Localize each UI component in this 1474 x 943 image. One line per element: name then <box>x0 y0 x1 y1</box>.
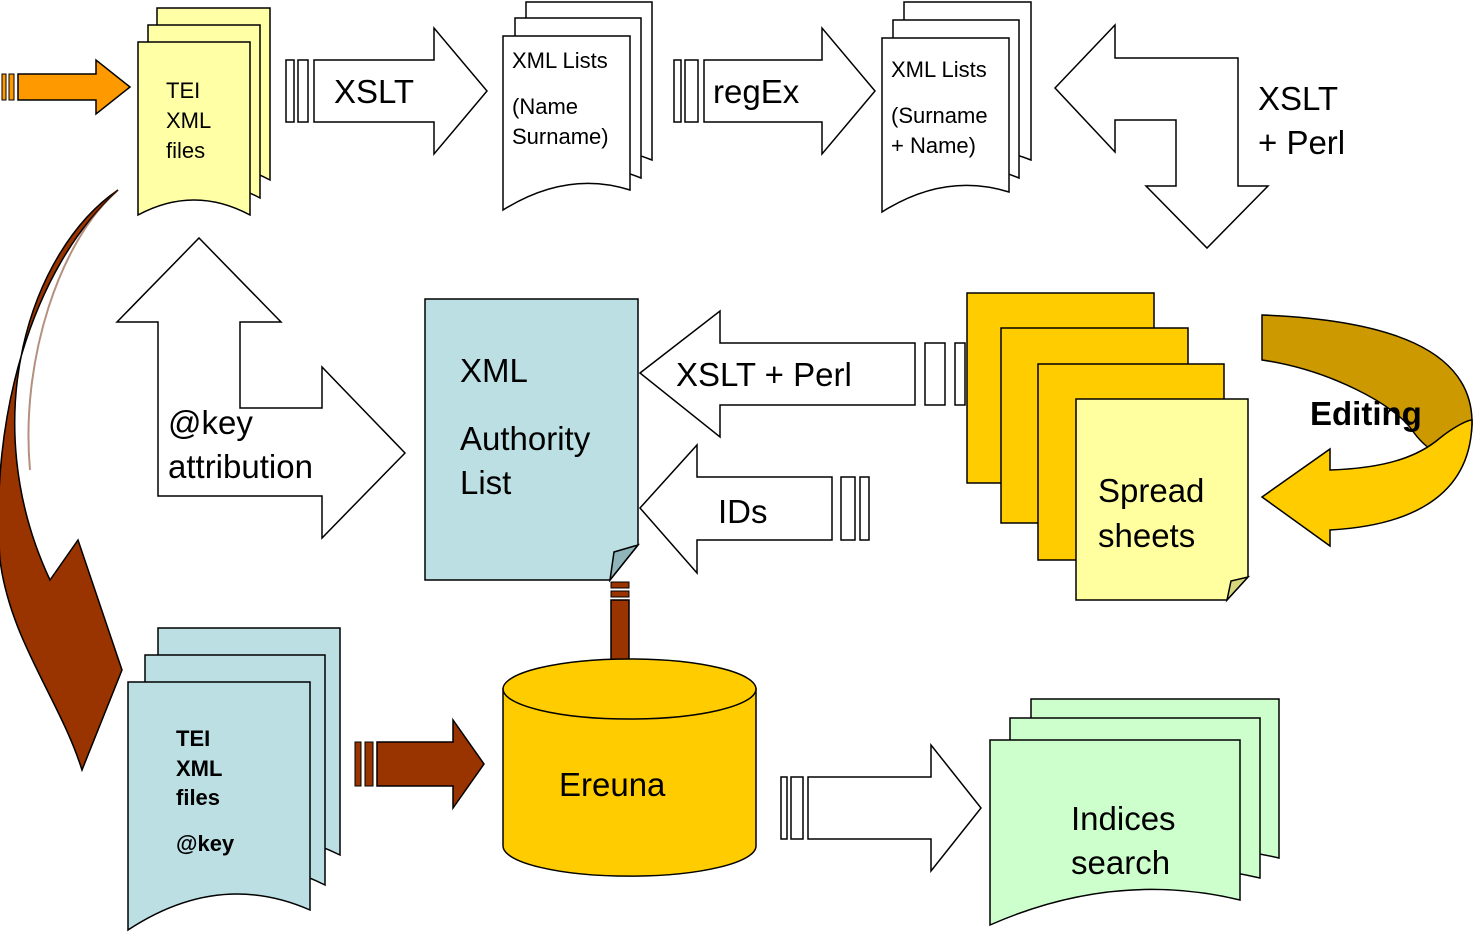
key-attribution-line-1: @key <box>168 404 253 441</box>
xslt-label: XSLT <box>334 73 414 110</box>
regex-label: regEx <box>713 73 800 110</box>
key-attribution-arrow: @key attribution <box>115 236 407 540</box>
spreadsheets-line-2: sheets <box>1098 517 1195 554</box>
ereuna-label: Ereuna <box>559 766 666 803</box>
tei-keyed-line-2: XML <box>176 756 222 781</box>
xml-lists-surname-name: XML Lists (Surname + Name) <box>881 1 1032 214</box>
tei-keyed-line-3: files <box>176 785 220 810</box>
xslt-perl-down-line-2: + Perl <box>1258 124 1345 161</box>
xml-authority-list: XML Authority List <box>424 298 641 583</box>
regex-arrow: regEx <box>673 25 876 157</box>
xml-lists-2-line-1: (Surname <box>891 103 988 128</box>
ereuna-to-indices-arrow <box>780 742 982 874</box>
xslt-perl-down-line-1: XSLT <box>1258 80 1338 117</box>
input-arrow <box>1 58 132 116</box>
indices-line-1: Indices <box>1071 800 1176 837</box>
tei-source-files: TEI XML files <box>137 7 271 217</box>
tei-source-line-2: XML <box>166 108 211 133</box>
ids-arrow: IDs <box>638 443 870 575</box>
ereuna-database: Ereuna <box>502 658 757 877</box>
xml-lists-1-line-1: (Name <box>512 94 578 119</box>
indices-line-2: search <box>1071 844 1170 881</box>
tei-source-line-1: TEI <box>166 78 200 103</box>
authority-line-2: Authority <box>460 420 591 457</box>
authority-line-3: List <box>460 464 511 501</box>
tei-keyed-files: TEI XML files @key <box>127 627 341 932</box>
spreadsheets-line-1: Spread <box>1098 472 1204 509</box>
xslt-perl-left-label: XSLT + Perl <box>676 356 852 393</box>
tei-source-line-3: files <box>166 138 205 163</box>
xslt-perl-bent-arrow: XSLT + Perl <box>1053 23 1345 250</box>
xml-lists-2-line-2: + Name) <box>891 133 976 158</box>
tei-keyed-line-1: TEI <box>176 726 210 751</box>
editing-arrow: Editing <box>1260 314 1473 548</box>
indices-search: Indices search <box>989 698 1280 927</box>
ids-label: IDs <box>718 493 768 530</box>
curved-arrow-tei-to-keyed <box>0 189 123 773</box>
spreadsheets: Spread sheets <box>966 292 1251 603</box>
xml-lists-2-title: XML Lists <box>891 57 987 82</box>
key-attribution-line-2: attribution <box>168 448 313 485</box>
xml-lists-name-surname: XML Lists (Name Surname) <box>502 1 653 212</box>
xml-lists-1-line-2: Surname) <box>512 124 609 149</box>
xslt-arrow: XSLT <box>285 25 488 157</box>
editing-label: Editing <box>1310 395 1422 432</box>
xml-lists-1-title: XML Lists <box>512 48 608 73</box>
keyed-to-ereuna-arrow <box>354 717 485 811</box>
authority-line-1: XML <box>460 352 528 389</box>
xslt-perl-left-arrow: XSLT + Perl <box>638 309 966 439</box>
tei-keyed-line-4: @key <box>176 831 235 856</box>
